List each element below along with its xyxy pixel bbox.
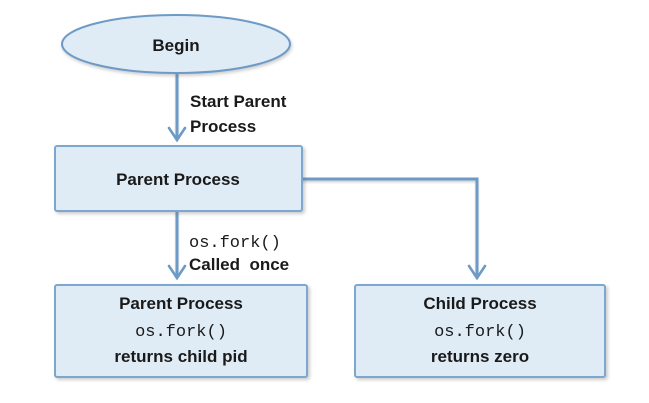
child-after-fork-line1: Child Process <box>423 294 536 313</box>
arrowhead-parent-to-parent-after-fork <box>167 264 187 281</box>
edge-label-start-parent-line2: Process <box>190 117 256 136</box>
parent-after-fork-line3: returns child pid <box>114 347 247 366</box>
child-after-fork-line2: os.fork() <box>434 323 526 342</box>
arrowhead-parent-to-child-after-fork <box>467 264 487 281</box>
parent-process-node-label: Parent Process <box>116 170 240 189</box>
edges-layer <box>167 73 487 281</box>
edge-parent-to-child-after-fork <box>302 177 479 276</box>
arrowhead-begin-to-parent <box>167 126 187 143</box>
edge-label-start-parent-line1: Start Parent <box>190 92 287 111</box>
parent-process-node <box>54 145 303 212</box>
edge-label-fork-call-line2: Called once <box>189 255 289 274</box>
child-after-fork-line3: returns zero <box>431 347 529 366</box>
parent-after-fork-line1: Parent Process <box>119 294 243 313</box>
parent-after-fork-line2: os.fork() <box>135 323 227 342</box>
child-after-fork-node <box>354 284 606 378</box>
parent-after-fork-node <box>54 284 308 378</box>
begin-node <box>61 14 291 74</box>
edge-label-fork-call-line1: os.fork() <box>189 234 281 253</box>
edge-labels-layer: Start Parent Process os.fork() Called on… <box>189 92 289 274</box>
nodes-layer: Begin Parent Process Parent Process os.f… <box>54 14 606 378</box>
begin-node-label: Begin <box>152 36 199 55</box>
